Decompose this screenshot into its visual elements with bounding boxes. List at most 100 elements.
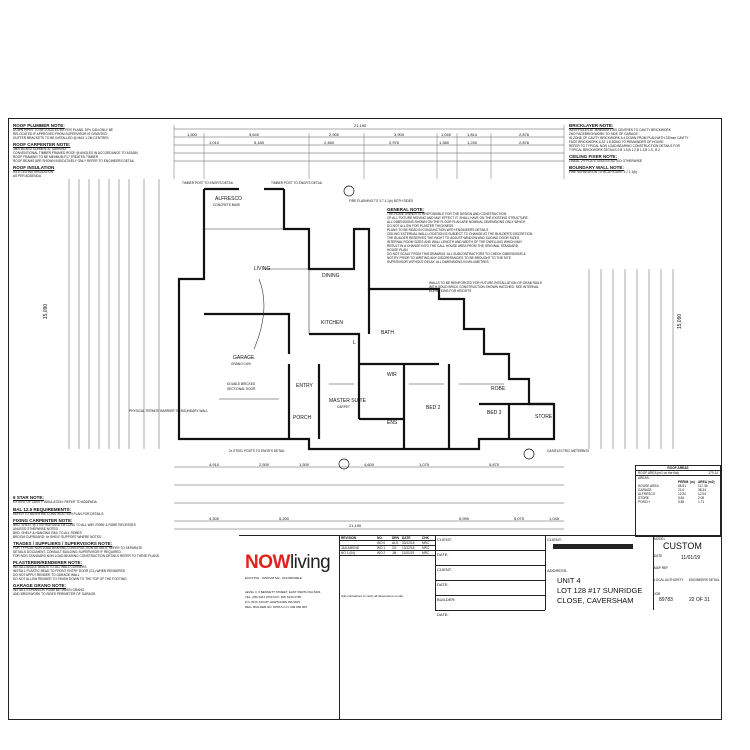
- client-label: CLIENT:: [547, 537, 562, 542]
- bottom-dimensions: [174, 466, 564, 530]
- revision-cell: 13/12/18: [402, 546, 415, 550]
- brand-panel: NOWliving EXCITING · INNOVATIVE · AFFORD…: [239, 536, 340, 720]
- client-redaction: [553, 544, 633, 549]
- revision-cell: 11/01/19: [402, 551, 415, 555]
- room-master-sub: CARPET: [337, 405, 350, 409]
- address-line: REG. BUILDER NO. 8978 A.C.N. 009 098 005: [245, 605, 307, 609]
- room-robe: ROBE: [491, 386, 506, 392]
- roof-areas-table: ROOF AREAS ROOF AREA (m2 on the flat) 17…: [635, 465, 721, 537]
- dim-bottom2: 5,075: [514, 516, 525, 521]
- room-master: MASTER SUITE: [329, 398, 366, 404]
- room-kitchen: KITCHEN: [321, 320, 343, 326]
- roof-carpenter-title: ROOF CARPENTER NOTE:: [13, 142, 71, 147]
- title-block: NOWliving EXCITING · INNOVATIVE · AFFORD…: [239, 535, 721, 720]
- note-line: REFER TO TYPICAL NON LOAD BEARING CONSTR…: [569, 144, 680, 148]
- note-line: AND BRICKWORK TO SIDES PERIMETER OF GARA…: [13, 592, 97, 596]
- revision-cell: [339, 541, 377, 545]
- bricklayer-title: BRICKLAYER NOTE:: [569, 123, 614, 128]
- note-line: TYPICAL BRICKWORK DETAILS 0.B 1.5,B 1.2,…: [569, 148, 661, 152]
- signoff-field: CLIENT:: [435, 566, 545, 581]
- garage-door-1: DOUBLE BRICKED: [227, 382, 256, 386]
- room-l: L: [353, 340, 356, 346]
- dim-bottom: 5,875: [489, 462, 500, 467]
- termite-note: PHYSICAL TERMITE BARRIER TO BOUNDARY WAL…: [129, 409, 208, 413]
- boundary-title: BOUNDARY WALL NOTE:: [569, 165, 624, 170]
- room-garage: GARAGE: [233, 355, 255, 361]
- note-line: BROOM CUPBOARD: 4x SHELF SUPPORT WHERE N…: [13, 535, 102, 539]
- address-line: P.O. BOX 720 MT HAWTHORN WA 6915: [245, 600, 301, 604]
- room-wir: WIR: [387, 372, 397, 378]
- dim-top2: 2,975: [389, 140, 400, 145]
- steel-posts-note: 2x STEEL POSTS TO ENGR'S DETAIL: [229, 449, 285, 453]
- dim-top: 2,876: [519, 132, 530, 137]
- areas-cell: 12.04: [698, 492, 706, 496]
- plasterer-title: PLASTERER/RENDERER NOTE:: [13, 560, 83, 565]
- note-line: PLANS TO BE READ IN CONJUNCTION WITH ENG…: [387, 228, 490, 232]
- room-alfresco-sub: CONCRETE BASE: [213, 203, 241, 207]
- revision-cell: NO 1 (04): [341, 551, 355, 555]
- room-ens: ENS: [387, 420, 398, 426]
- room-store: STORE: [535, 414, 553, 420]
- room-alfresco: ALFRESCO: [215, 196, 242, 202]
- roof-insulation-title: ROOF INSULATION: [13, 165, 55, 170]
- drawing-sheet: ROOF PLUMBER NOTE: DOWN PIPES TO BE LOCA…: [8, 118, 722, 720]
- address-line: TEL: (08) 6444 0739 FAX: (08) 6444 0785: [245, 595, 302, 599]
- dim-bottom: 2,500: [259, 462, 270, 467]
- note-line: RESULT IN A CHANGE INTO THE CALL HOUSE A…: [387, 244, 519, 248]
- section-markers: [338, 185, 535, 470]
- note-line: 350x BOXED ELEMENTS: SARKING: [13, 147, 67, 151]
- job-label: JOB: [654, 592, 661, 596]
- areas-cell: 12.20: [678, 492, 686, 496]
- room-entry: ENTRY: [296, 383, 313, 389]
- ceiling-fixer-title: CEILING FIXER NOTE:: [569, 154, 618, 159]
- note-line: UNLESS OTHERWISE NOTED: [13, 527, 58, 531]
- areas-col: PERIM. (m): [678, 480, 695, 484]
- note-line: FOR NON STANDARD NON LOAD BEARING CONSTR…: [13, 554, 160, 558]
- areas-cell: 38.34: [698, 488, 706, 492]
- areas-cell: PORCH: [638, 500, 650, 504]
- dim-overall-bottom: 21,190: [349, 523, 362, 528]
- dim-overall-top: 21,190: [354, 123, 367, 128]
- dim-top2: 2,876: [519, 140, 530, 145]
- note-line: INSTALL PLASTIC BEAD TO FRONT ENTRY DOOR…: [13, 569, 125, 573]
- date-value: 11/01/19: [681, 555, 701, 561]
- sheet-number: 22 OF 31: [689, 597, 710, 603]
- revision-cell: WO 1: [377, 546, 386, 550]
- model-label: MODEL: [654, 537, 666, 541]
- site-address-line: UNIT 4: [557, 576, 581, 585]
- areas-title: AREAS:: [638, 476, 650, 480]
- note-line: REFER TO BUSHFIRE CONSTRUCTION PLAN FOR …: [13, 512, 105, 516]
- dim-bottom2: 5,990: [459, 516, 470, 521]
- rev-header: NO.: [377, 536, 383, 540]
- note-line: INSTALL ANGLE BEADS TO ALL WALL CORNERS.: [13, 565, 88, 569]
- areas-cell: GARAGE: [638, 488, 652, 492]
- note-line: EXTENT OF CAVITY INSULATION: REFER TO AD…: [13, 500, 97, 504]
- right-notes: BRICKLAYER NOTE: WEEPHOLES AT MINIMUM 12…: [569, 123, 688, 174]
- note-line: INSTALL EXPANSION FOAM BETWEEN GRANO: [13, 588, 85, 592]
- areas-cell: HOUSE AREA: [638, 484, 659, 488]
- revision-cell: JM: [392, 551, 397, 555]
- signoff-field: DATE:: [435, 551, 545, 566]
- trades-title: TRADES / SUPPLIERS / SUPERVISORS NOTE:: [13, 541, 113, 546]
- general-note-title: GENERAL NOTE:: [387, 207, 425, 212]
- fire-flashing: FIRE FLASHING TO 3.7.1.1(b) BOTH SIDES: [349, 199, 414, 203]
- note-line: FACE BRICKWORK & AT 1.8 BOND TO REMAINDE…: [569, 140, 665, 144]
- dim-top2: 1,240: [467, 140, 478, 145]
- signoff-fields: CLIENT: DATE: CLIENT: DATE: BUILDER: DAT…: [435, 536, 546, 617]
- dim-top2: 1,010: [209, 140, 220, 145]
- dim-bottom: 4,600: [364, 462, 375, 467]
- areas-cell: 1.71: [698, 500, 705, 504]
- dim-side-right: 15,090: [677, 313, 684, 330]
- left-dimensions: [68, 179, 160, 449]
- room-dining: DINING: [322, 273, 340, 279]
- note-line: BKD. SHELF & HANGING RAIL TO ALL ROBES: [13, 531, 82, 535]
- note-line: FOR TYPICAL NON LOAD BEARING CONSTRUCTIO…: [13, 546, 143, 550]
- areas-cell: 117.36: [698, 484, 708, 488]
- address-label: ADDRESS:: [547, 568, 568, 573]
- dim-bottom2: 5,200: [279, 516, 290, 521]
- room-bath: BATH: [381, 330, 394, 336]
